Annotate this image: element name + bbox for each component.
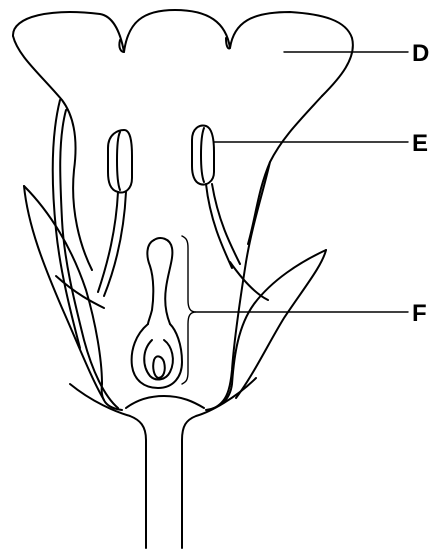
label-d: D: [412, 40, 429, 67]
ovary-inner: [144, 340, 173, 379]
filament-left: [98, 192, 118, 292]
tube-right-inner: [210, 162, 270, 410]
label-e: E: [412, 130, 428, 157]
tube-left-inner: [60, 110, 118, 408]
receptacle-and-stalk: [70, 378, 256, 548]
receptacle-right: [182, 378, 256, 548]
stamen-left: [98, 130, 132, 296]
petal-right-edge: [248, 96, 322, 244]
corolla: [13, 10, 353, 270]
receptacle-left: [70, 384, 146, 548]
label-f: F: [412, 300, 427, 327]
filament-right: [206, 184, 232, 268]
ovule: [153, 356, 165, 378]
bracket-f: [182, 236, 196, 384]
petal-top-rim: [13, 10, 353, 96]
stamen-right: [192, 126, 240, 268]
ovary-floor: [126, 396, 204, 408]
pistil: [132, 238, 182, 388]
anther-left: [108, 130, 132, 192]
stigma-style: [147, 240, 154, 324]
sepal-right: [206, 250, 326, 410]
